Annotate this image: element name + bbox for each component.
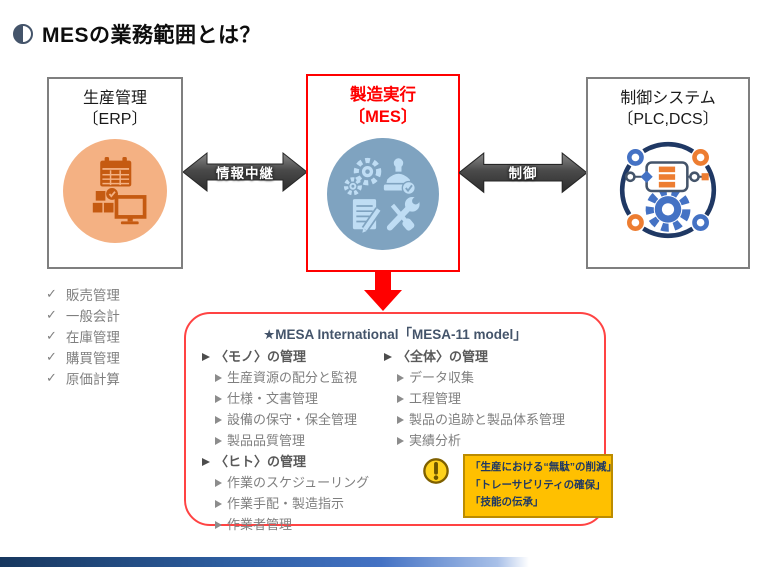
- callout-line: 「トレーサビリティの確保」: [470, 478, 606, 491]
- arrow-bullet-icon: [202, 457, 210, 466]
- page-title-row: MESの業務範囲とは？: [13, 19, 261, 49]
- group-header: 〈ヒト〉の管理: [202, 451, 384, 472]
- list-item: 仕様・文書管理: [215, 388, 384, 409]
- arrow-bullet-icon: [215, 436, 222, 445]
- check-icon: ✓: [46, 285, 57, 301]
- double-arrow-icon: [183, 151, 307, 193]
- erp-function-list: ✓販売管理 ✓一般会計 ✓在庫管理 ✓購買管理 ✓原価計算: [46, 283, 120, 388]
- warning-icon: [423, 458, 449, 484]
- mes-box: 製造実行 〔MES〕: [306, 74, 460, 272]
- arrow-bullet-icon: [397, 415, 404, 424]
- list-item: 製品の追跡と製品体系管理: [397, 409, 604, 430]
- list-item: ✓購買管理: [46, 348, 120, 366]
- half-circle-icon: [13, 24, 33, 44]
- mesa-columns: 〈モノ〉の管理 生産資源の配分と監視 仕様・文書管理 設備の保守・保全管理 製品…: [186, 343, 604, 535]
- relay-arrow-label: 情報中継: [216, 166, 274, 182]
- list-item: ✓一般会計: [46, 306, 120, 324]
- mes-icon: [327, 137, 439, 250]
- control-arrow-label: 制御: [508, 166, 538, 182]
- plc-box-title: 制御システム 〔PLC,DCS〕: [617, 90, 719, 129]
- list-item: 作業のスケジューリング: [215, 472, 384, 493]
- arrow-bullet-icon: [215, 415, 222, 424]
- arrow-bullet-icon: [215, 394, 222, 403]
- mes-box-title: 製造実行 〔MES〕: [348, 86, 418, 126]
- erp-production-icon: [92, 157, 147, 225]
- check-icon: ✓: [46, 327, 57, 343]
- double-arrow-icon: [459, 152, 587, 194]
- arrow-bullet-icon: [397, 373, 404, 382]
- erp-box-title: 生産管理 〔ERP〕: [82, 90, 148, 129]
- arrow-bullet-icon: [215, 520, 222, 529]
- group-header: 〈全体〉の管理: [384, 346, 604, 367]
- arrow-bullet-icon: [215, 499, 222, 508]
- list-item: 設備の保守・保全管理: [215, 409, 384, 430]
- callout-line: 「生産における“無駄”の削減」: [470, 461, 617, 473]
- list-item: ✓在庫管理: [46, 327, 120, 345]
- control-system-icon: [619, 142, 717, 239]
- mes-execution-icon: [343, 157, 420, 233]
- list-item: ✓販売管理: [46, 285, 120, 303]
- list-item: 実績分析: [397, 430, 604, 451]
- erp-icon: [63, 139, 167, 244]
- list-item: 生産資源の配分と監視: [215, 367, 384, 388]
- check-icon: ✓: [46, 348, 57, 364]
- list-item: 工程管理: [397, 388, 604, 409]
- list-item: データ収集: [397, 367, 604, 388]
- list-item: 作業者管理: [215, 514, 384, 535]
- list-item: 製品品質管理: [215, 430, 384, 451]
- mesa-title: ★MESA International「MESA-11 model」: [263, 327, 527, 342]
- arrow-bullet-icon: [397, 436, 404, 445]
- footer-accent-bar: [0, 557, 529, 567]
- control-arrow: 制御: [459, 150, 587, 196]
- arrow-bullet-icon: [215, 478, 222, 487]
- benefits-callout: 「生産における“無駄”の削減」 「トレーサビリティの確保」 「技能の伝承」: [463, 454, 617, 518]
- group-header: 〈モノ〉の管理: [202, 346, 384, 367]
- arrow-bullet-icon: [397, 394, 404, 403]
- check-icon: ✓: [46, 369, 57, 385]
- down-arrow-icon: [364, 271, 402, 311]
- page-title: MESの業務範囲とは？: [42, 24, 262, 47]
- erp-box: 生産管理 〔ERP〕: [47, 77, 183, 269]
- arrow-bullet-icon: [202, 352, 210, 361]
- mesa-left-column: 〈モノ〉の管理 生産資源の配分と監視 仕様・文書管理 設備の保守・保全管理 製品…: [202, 346, 384, 535]
- arrow-bullet-icon: [215, 373, 222, 382]
- list-item: 作業手配・製造指示: [215, 493, 384, 514]
- check-icon: ✓: [46, 306, 57, 322]
- mesa-model-box: ★MESA International「MESA-11 model」 〈モノ〉の…: [184, 312, 617, 532]
- relay-arrow: 情報中継: [183, 150, 307, 196]
- arrow-bullet-icon: [384, 352, 392, 361]
- plc-box: 制御システム 〔PLC,DCS〕: [586, 77, 750, 269]
- list-item: ✓原価計算: [46, 369, 120, 387]
- mesa-right-column: 〈全体〉の管理 データ収集 工程管理 製品の追跡と製品体系管理 実績分析: [384, 346, 604, 535]
- plc-icon: [588, 134, 748, 251]
- callout-line: 「技能の伝承」: [470, 496, 544, 508]
